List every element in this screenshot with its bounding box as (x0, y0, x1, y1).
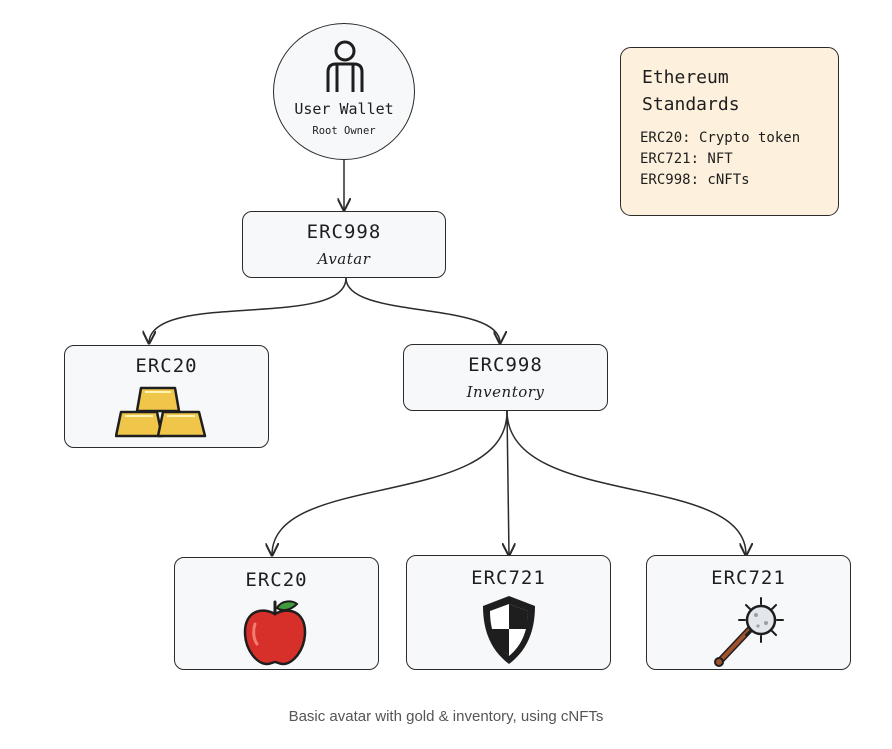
avatar-node: ERC998 Avatar (242, 211, 446, 278)
user-wallet-node: User Wallet Root Owner (273, 23, 415, 160)
inventory-label: Inventory (466, 383, 545, 401)
legend-entry: ERC20: Crypto token (640, 130, 801, 146)
edge-avatar-gold (149, 277, 347, 343)
gold-bars-icon (115, 386, 207, 438)
mace-icon (714, 597, 784, 667)
inventory-standard: ERC998 (468, 354, 543, 376)
edge-inventory-apple (272, 410, 508, 555)
shield-item-standard: ERC721 (471, 567, 546, 589)
legend-title: Ethereum Standards (642, 67, 740, 115)
legend-box: Ethereum Standards ERC20: Crypto token E… (620, 47, 839, 216)
person-icon (326, 40, 364, 92)
gold-standard: ERC20 (135, 355, 198, 377)
inventory-node: ERC998 Inventory (403, 344, 608, 411)
gold-node: ERC20 (64, 345, 269, 448)
avatar-standard: ERC998 (306, 221, 382, 243)
edge-inventory-shield (507, 410, 509, 555)
apple-item-node: ERC20 (174, 557, 379, 670)
shield-icon (483, 596, 535, 664)
apple-icon (243, 600, 307, 666)
diagram-caption: Basic avatar with gold & inventory, usin… (288, 708, 604, 725)
shield-item-node: ERC721 (406, 555, 611, 670)
wallet-name: User Wallet (294, 100, 394, 118)
legend-entry: ERC721: NFT (640, 151, 733, 167)
mace-item-standard: ERC721 (711, 567, 786, 589)
mace-item-node: ERC721 (646, 555, 851, 670)
edge-inventory-mace (506, 410, 746, 555)
legend-entry: ERC998: cNFTs (640, 172, 750, 188)
wallet-role: Root Owner (312, 125, 376, 137)
apple-item-standard: ERC20 (245, 569, 308, 591)
avatar-label: Avatar (317, 250, 371, 268)
edge-avatar-inventory (345, 277, 500, 343)
